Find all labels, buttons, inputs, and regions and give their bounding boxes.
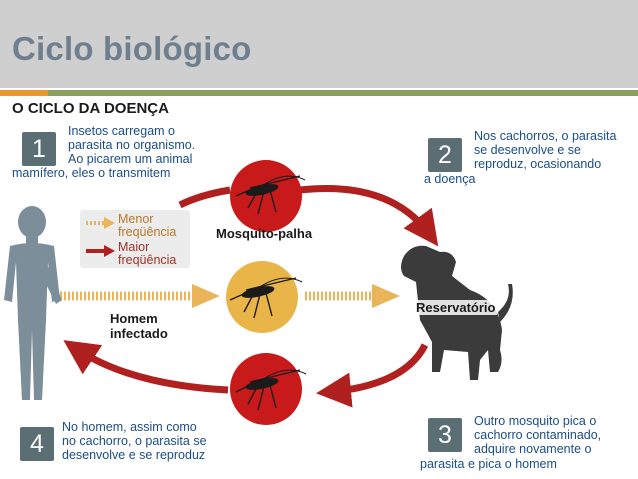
step-badge-3: 3 [428,418,462,452]
mosquito-circle-top [230,160,302,232]
mosquito-icon-middle [229,277,303,319]
step-text-2: Nos cachorros, o parasita se desenvolve … [474,129,617,171]
infected-man-label: Homem infectado [110,311,168,341]
accent-bar-orange [0,90,48,96]
slide-header: Ciclo biológico [0,0,638,88]
legend-major-label: Maior freqüência [118,240,177,267]
minor-arrow-left [60,284,220,308]
step-badge-1: 1 [22,132,56,166]
human-silhouette [4,206,62,400]
accent-bar-green [48,90,638,96]
legend-minor-arrow-icon [86,217,115,229]
mosquito-icon-top [235,175,306,215]
step-text-1-last: mamífero, eles o transmitem [12,166,171,180]
step-badge-4: 4 [20,427,54,461]
step-text-3-last: parasita e pica o homem [420,457,557,471]
step-text-2-last: a doença [424,172,476,186]
reservoir-label: Reservatório [414,300,498,315]
arc-left-arrow [63,340,229,394]
legend-minor-label: Menor freqüência [118,212,177,239]
diagram-heading: O CICLO DA DOENÇA [12,100,169,117]
legend: Menor freqüência Maior freqüência [80,210,190,268]
mosquito-label: Mosquito-palha [216,226,313,241]
arc-right-arrow [316,343,429,408]
step-text-1: Insetos carregam o parasita no organismo… [68,124,196,166]
minor-arrow-right [305,284,400,308]
step-text-3: Outro mosquito pica o cachorro contamina… [474,414,602,456]
arc-top-arrow [299,184,439,247]
legend-major-arrow-icon [86,245,115,257]
slide-title: Ciclo biológico [12,30,252,67]
step-text-4: No homem, assim como no cachorro, o para… [62,420,207,462]
step-badge-2: 2 [428,138,462,172]
mosquito-icon-bottom [235,369,307,411]
